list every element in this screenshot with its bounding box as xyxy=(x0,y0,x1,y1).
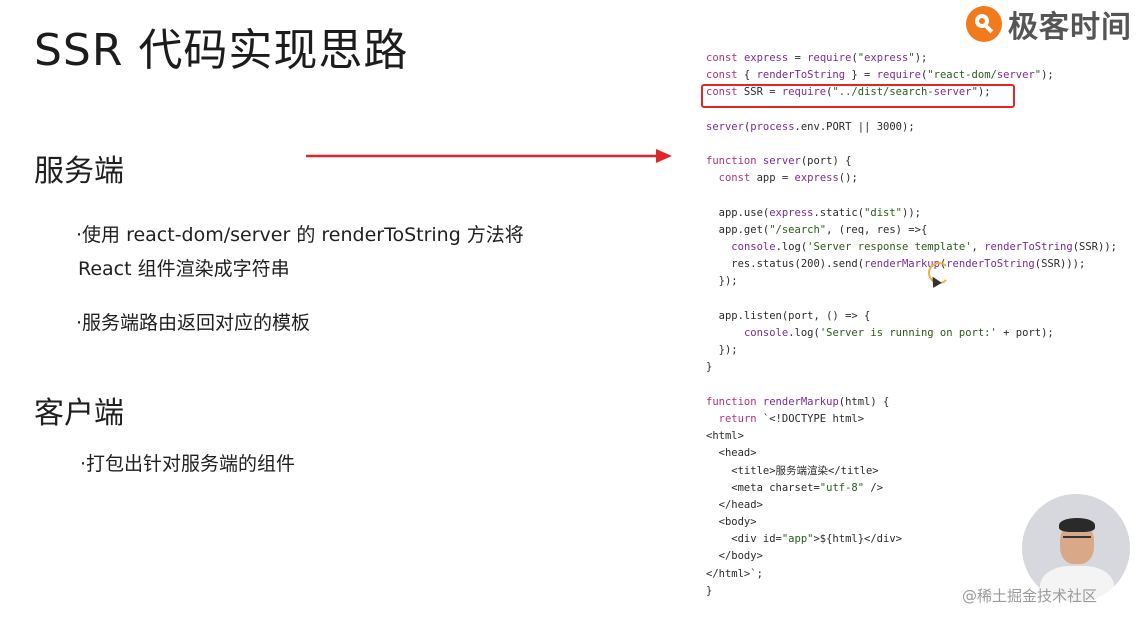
code-line: <meta charset="utf-8" /> xyxy=(706,481,884,494)
code-line: const app = express(); xyxy=(718,172,858,185)
server-bullet-1-cont: React 组件渲染成字符串 xyxy=(78,258,290,280)
brand: 极客时间 xyxy=(966,2,1132,46)
slide-title: SSR 代码实现思路 xyxy=(34,25,409,76)
watermark: @稀土掘金技术社区 xyxy=(962,587,1098,605)
code-line: ​ xyxy=(706,377,1117,394)
presenter-video-avatar xyxy=(1022,494,1130,602)
code-line: ​ xyxy=(706,136,1117,153)
code-line: app.listen(port, () => { xyxy=(706,309,871,322)
code-line: </head> xyxy=(706,498,763,511)
code-line: ​ xyxy=(706,291,1117,308)
code-line: return `<!DOCTYPE html> xyxy=(718,412,865,425)
code-line: app.get("/search", (req, res) =>{ xyxy=(706,223,928,236)
code-line: }); xyxy=(706,275,738,288)
code-line: const SSR = require("../dist/search-serv… xyxy=(706,86,991,99)
client-section-heading: 客户端 xyxy=(34,396,124,431)
brand-name: 极客时间 xyxy=(1008,10,1132,45)
red-arrow-icon xyxy=(306,149,672,163)
code-line: } xyxy=(706,584,713,597)
code-line: <title>服务端渲染</title> xyxy=(706,464,879,477)
code-line: } xyxy=(706,361,713,374)
geektime-logo-icon xyxy=(966,6,1002,42)
code-line: </html>`; xyxy=(706,567,763,580)
code-line: function server(port) { xyxy=(706,155,852,168)
code-line: res.status(200).send(renderMarkup(render… xyxy=(706,258,1086,271)
code-line: server(process.env.PORT || 3000); xyxy=(706,120,915,133)
server-section-heading: 服务端 xyxy=(34,154,124,189)
code-line: }); xyxy=(706,344,738,357)
server-bullet-1: ·使用 react-dom/server 的 renderToString 方法… xyxy=(76,224,524,246)
highlight-box xyxy=(701,84,1015,108)
code-line: const { renderToString } = require("reac… xyxy=(706,69,1054,82)
client-bullet-1: ·打包出针对服务端的组件 xyxy=(80,453,296,475)
code-line: <body> xyxy=(706,516,757,529)
server-bullet-2: ·服务端路由返回对应的模板 xyxy=(76,312,311,334)
code-block: const express = require("express"); const… xyxy=(706,50,1117,600)
code-line: ​ xyxy=(706,188,1117,205)
code-line: <html> xyxy=(706,430,744,443)
code-line: <head> xyxy=(706,447,757,460)
code-line: const express = require("express"); xyxy=(706,52,928,64)
code-line: console.log('Server is running on port:'… xyxy=(743,327,1054,339)
loading-cursor-icon xyxy=(928,262,950,284)
code-line: console.log('Server response template', … xyxy=(731,241,1117,254)
code-line: </body> xyxy=(706,550,763,563)
code-line: <div id="app">${html}</div> xyxy=(706,533,902,546)
code-line: function renderMarkup(html) { xyxy=(706,395,890,408)
code-line: app.use(express.static("dist")); xyxy=(706,206,921,219)
